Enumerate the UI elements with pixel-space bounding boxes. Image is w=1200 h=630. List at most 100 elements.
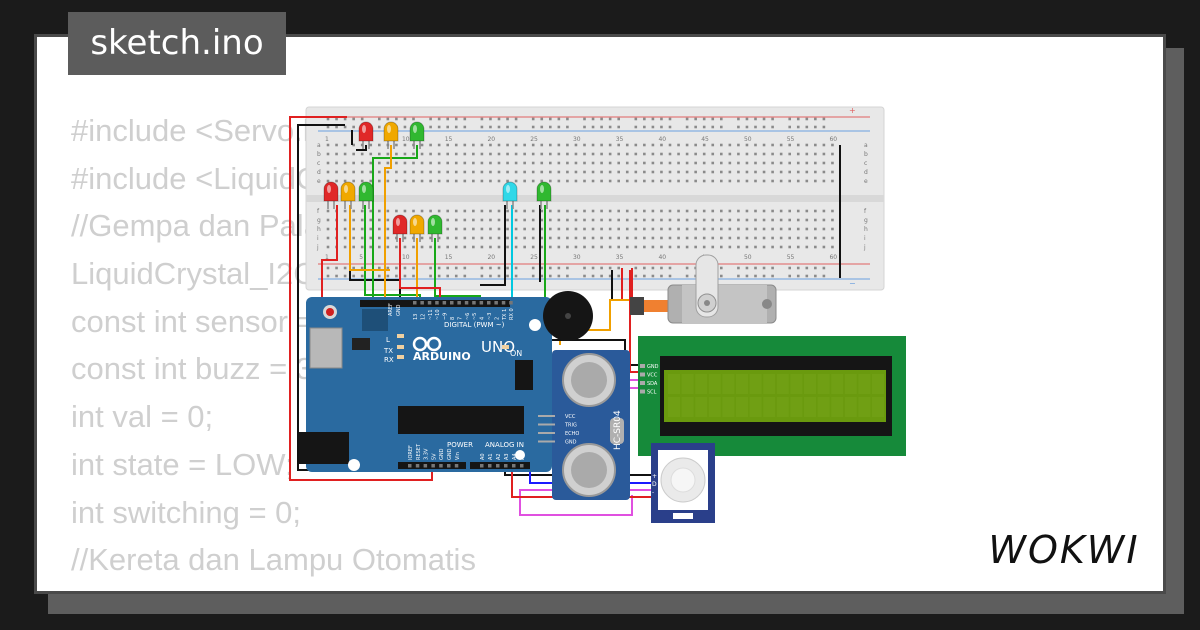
reset-button[interactable]: [326, 308, 334, 316]
breadboard-column-number: 1: [325, 136, 329, 143]
power-pin-label: RESET: [416, 443, 422, 460]
on-label: ON: [510, 349, 522, 358]
led-yellow[interactable]: [409, 214, 425, 242]
led-red[interactable]: [392, 214, 408, 242]
breadboard-column-number: 10: [402, 136, 410, 143]
gnd-label: GND: [396, 304, 402, 316]
led-green[interactable]: [427, 214, 443, 242]
lcd-pin-label: VCC: [647, 373, 658, 379]
power-pin-label: IOREF: [408, 445, 414, 460]
svg-text:−: −: [849, 279, 856, 288]
breadboard-row-letter: f: [317, 208, 320, 215]
lcd-pin-label: SCL: [647, 390, 657, 396]
ultrasonic-pin-label: ECHO: [565, 431, 579, 437]
power-pin-label: 5V: [431, 453, 437, 460]
breadboard-row-letter: f: [864, 208, 867, 215]
power-pin-label: GND: [439, 448, 445, 460]
digital-pin-label: 4: [480, 317, 486, 320]
code-line: const int sensor = 2;: [71, 303, 350, 339]
tx-label: TX: [383, 347, 393, 355]
code-line: S: [71, 584, 547, 591]
breadboard-row-letter: h: [864, 226, 868, 233]
breadboard-column-number: 30: [573, 254, 581, 261]
breadboard-column-number: 55: [787, 136, 795, 143]
svg-text:+: +: [849, 106, 856, 115]
pir-pin-labels: +D-: [652, 473, 657, 496]
digital-pin-label: TX 1: [502, 309, 508, 321]
lcd-pin-label: SDA: [647, 381, 658, 387]
analog-pin-label: A3: [504, 453, 510, 460]
code-line: int val = 0;: [71, 399, 214, 435]
file-tab[interactable]: sketch.ino: [68, 12, 286, 75]
wokwi-logo[interactable]: WOKWI: [988, 528, 1140, 572]
breadboard-row-letter: j: [863, 244, 866, 251]
led-green[interactable]: [536, 181, 552, 209]
pir-pin-label: D: [652, 481, 657, 488]
led-green[interactable]: [409, 121, 425, 149]
led-cyan[interactable]: [502, 181, 518, 209]
servo-motor: [630, 254, 777, 324]
ultrasonic-pin-label: VCC: [565, 414, 576, 420]
led-yellow[interactable]: [340, 181, 356, 209]
board-model: UNO: [481, 338, 515, 356]
code-line: const int buzz = 3;: [71, 351, 322, 387]
code-line: int state = LOW;: [71, 446, 294, 482]
breadboard-column-number: 55: [787, 254, 795, 261]
digital-pin-label: 13: [413, 314, 419, 320]
power-pin-label: GND: [447, 448, 453, 460]
analog-pin-label: A4: [512, 453, 518, 460]
ultrasonic-pin-label: GND: [565, 440, 577, 446]
digital-pin-label: ~5: [472, 313, 478, 320]
digital-pin-label: ~11: [428, 309, 434, 320]
aref-label: AREF: [388, 303, 394, 316]
breadboard-column-number: 35: [616, 254, 624, 261]
rx-label: RX: [384, 356, 394, 364]
analog-label: ANALOG IN: [485, 441, 524, 449]
digital-pin-label: 2: [494, 317, 500, 320]
breadboard-column-number: 15: [445, 136, 453, 143]
arduino-logo-icon: [412, 336, 442, 352]
breadboard-row-letter: d: [864, 169, 868, 176]
breadboard-column-number: 50: [744, 254, 752, 261]
analog-pin-label: A2: [496, 453, 502, 460]
digital-pin-label: ~9: [443, 313, 449, 320]
breadboard-column-number: 20: [487, 254, 495, 261]
breadboard-column-number: 15: [445, 254, 453, 261]
breadboard-column-number: 60: [829, 136, 837, 143]
breadboard-row-letter: c: [864, 160, 867, 167]
buzzer: [543, 291, 593, 341]
led-red[interactable]: [358, 121, 374, 149]
breadboard-column-number: 50: [744, 136, 752, 143]
analog-pin-label: A5: [520, 453, 526, 460]
digital-pin-label: 12: [420, 314, 426, 320]
led-yellow[interactable]: [383, 121, 399, 149]
code-line: int switching = 0;: [71, 494, 302, 530]
breadboard-column-number: 25: [530, 136, 538, 143]
l-label: L: [386, 336, 390, 344]
breadboard-row-letter: i: [317, 235, 319, 242]
breadboard-row-letter: g: [317, 217, 321, 224]
digital-pin-label: 8: [450, 317, 456, 320]
breadboard-column-number: 5: [359, 254, 363, 261]
analog-pin-label: A0: [480, 453, 486, 460]
power-pin-label: 3.3V: [424, 448, 430, 460]
lcd-pin-label: GND: [647, 364, 659, 370]
breadboard-row-letter: i: [864, 235, 866, 242]
digital-pin-label: RX 0: [509, 308, 515, 320]
breadboard-row-letter: e: [864, 178, 868, 185]
breadboard-row-letter: c: [317, 160, 320, 167]
lcd-character-cells: [668, 374, 884, 417]
breadboard-column-number: 60: [829, 254, 837, 261]
led-red[interactable]: [323, 181, 339, 209]
breadboard-row-letter: b: [864, 151, 868, 158]
led-green[interactable]: [358, 181, 374, 209]
breadboard-row-letter: h: [317, 226, 321, 233]
code-line: //Kereta dan Lampu Otomatis: [71, 542, 476, 578]
digital-pin-label: 7: [457, 317, 463, 320]
power-pin-label: Vin: [455, 452, 461, 460]
ultrasonic-model: HC-SR04: [613, 410, 623, 450]
